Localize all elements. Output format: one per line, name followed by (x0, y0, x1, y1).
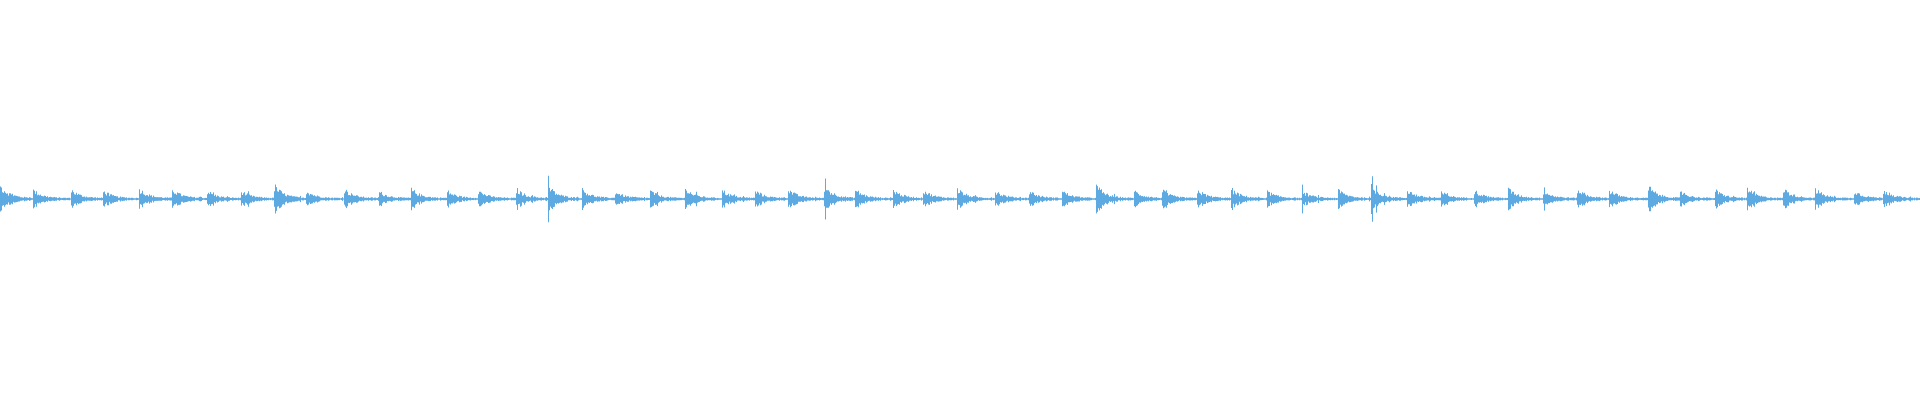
waveform-path (0, 175, 1920, 223)
